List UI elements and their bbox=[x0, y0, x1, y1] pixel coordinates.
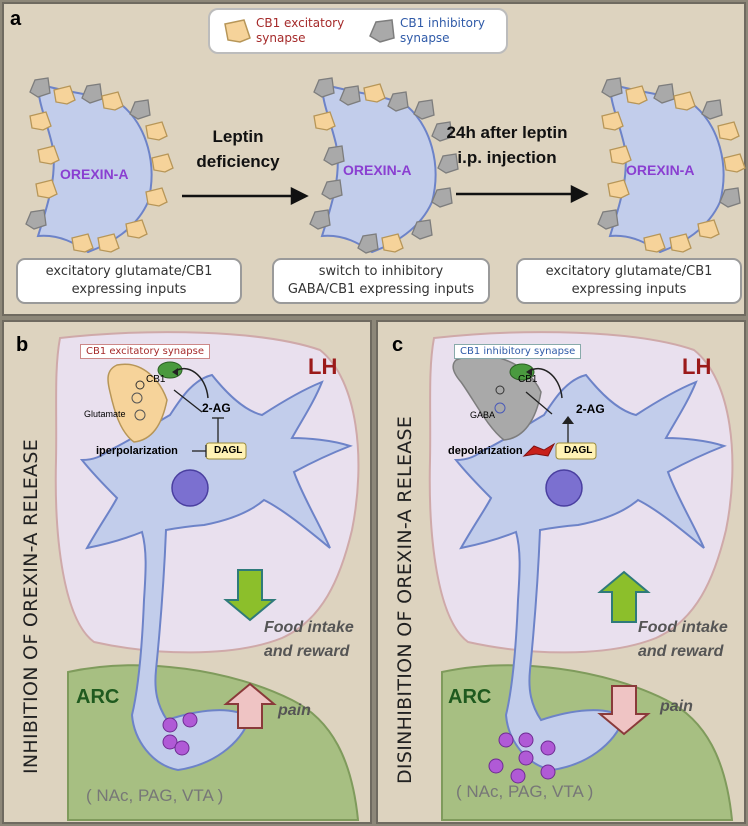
cb1-receptor bbox=[509, 363, 535, 381]
pain-up-arrow-icon bbox=[223, 682, 277, 729]
cell-label-1: OREXIN-A bbox=[60, 166, 129, 182]
panel-b-2ag: 2-AG bbox=[202, 401, 231, 415]
panel-c-diagram bbox=[428, 331, 734, 821]
panel-b-dagl: DAGL bbox=[214, 445, 243, 456]
panel-b-cb1: CB1 bbox=[146, 374, 166, 385]
panel-c-arc: ARC bbox=[448, 686, 492, 708]
panel-b-targets: ( NAc, PAG, VTA ) bbox=[86, 786, 224, 805]
dagl-box bbox=[555, 442, 597, 460]
nucleus bbox=[545, 469, 583, 507]
cell-label-3: OREXIN-A bbox=[626, 162, 695, 178]
orexin-cell-1 bbox=[25, 77, 174, 253]
panel-b-synapse-box: CB1 excitatory synapse bbox=[80, 344, 210, 359]
arrow-1 bbox=[182, 186, 309, 206]
panel-c-pain: pain bbox=[660, 698, 693, 715]
panel-c-potential: depolarization bbox=[448, 445, 523, 457]
panel-c-targets: ( NAc, PAG, VTA ) bbox=[456, 782, 594, 801]
panel-b-potential: iperpolarization bbox=[96, 445, 178, 457]
panel-b-letter: b bbox=[16, 334, 29, 356]
pain-down-arrow-icon bbox=[597, 685, 651, 736]
panel-a-cells bbox=[25, 77, 746, 254]
panel-b-diagram bbox=[54, 331, 360, 821]
food-down-arrow-icon bbox=[223, 569, 277, 622]
panel-b-pain: pain bbox=[278, 702, 311, 719]
panel-c-lh: LH bbox=[682, 354, 712, 379]
panel-b-neurotransmitter: Glutamate bbox=[84, 409, 126, 419]
panel-c-2ag: 2-AG bbox=[576, 402, 605, 416]
depolarization-spark-icon bbox=[522, 442, 556, 457]
panel-b-arc: ARC bbox=[76, 686, 120, 708]
panel-b-vertical-title: INHIBITION OF OREXIN-A RELEASE bbox=[20, 438, 42, 774]
panel-c-letter: c bbox=[392, 334, 404, 356]
panel-a-letter: a bbox=[10, 8, 22, 30]
panel-b-lh: LH bbox=[308, 354, 338, 379]
panel-c-synapse-box: CB1 inhibitory synapse bbox=[454, 344, 582, 359]
panel-c-cb1: CB1 bbox=[518, 374, 538, 385]
excitatory-synapse-legend-icon bbox=[224, 19, 251, 43]
panel-c-neurotransmitter: GABA bbox=[470, 410, 496, 420]
inhibitory-synapse-legend-icon bbox=[369, 19, 395, 43]
food-up-arrow-icon bbox=[597, 570, 651, 623]
cell-label-2: OREXIN-A bbox=[343, 162, 412, 178]
orexin-neuron bbox=[79, 373, 353, 772]
panel-c-vertical-title: DISINHIBITION OF OREXIN-A RELEASE bbox=[394, 415, 416, 784]
panel-c-dagl: DAGL bbox=[564, 445, 593, 456]
orexin-neuron bbox=[453, 373, 727, 772]
nucleus bbox=[171, 469, 209, 507]
arrow-2 bbox=[456, 184, 589, 204]
